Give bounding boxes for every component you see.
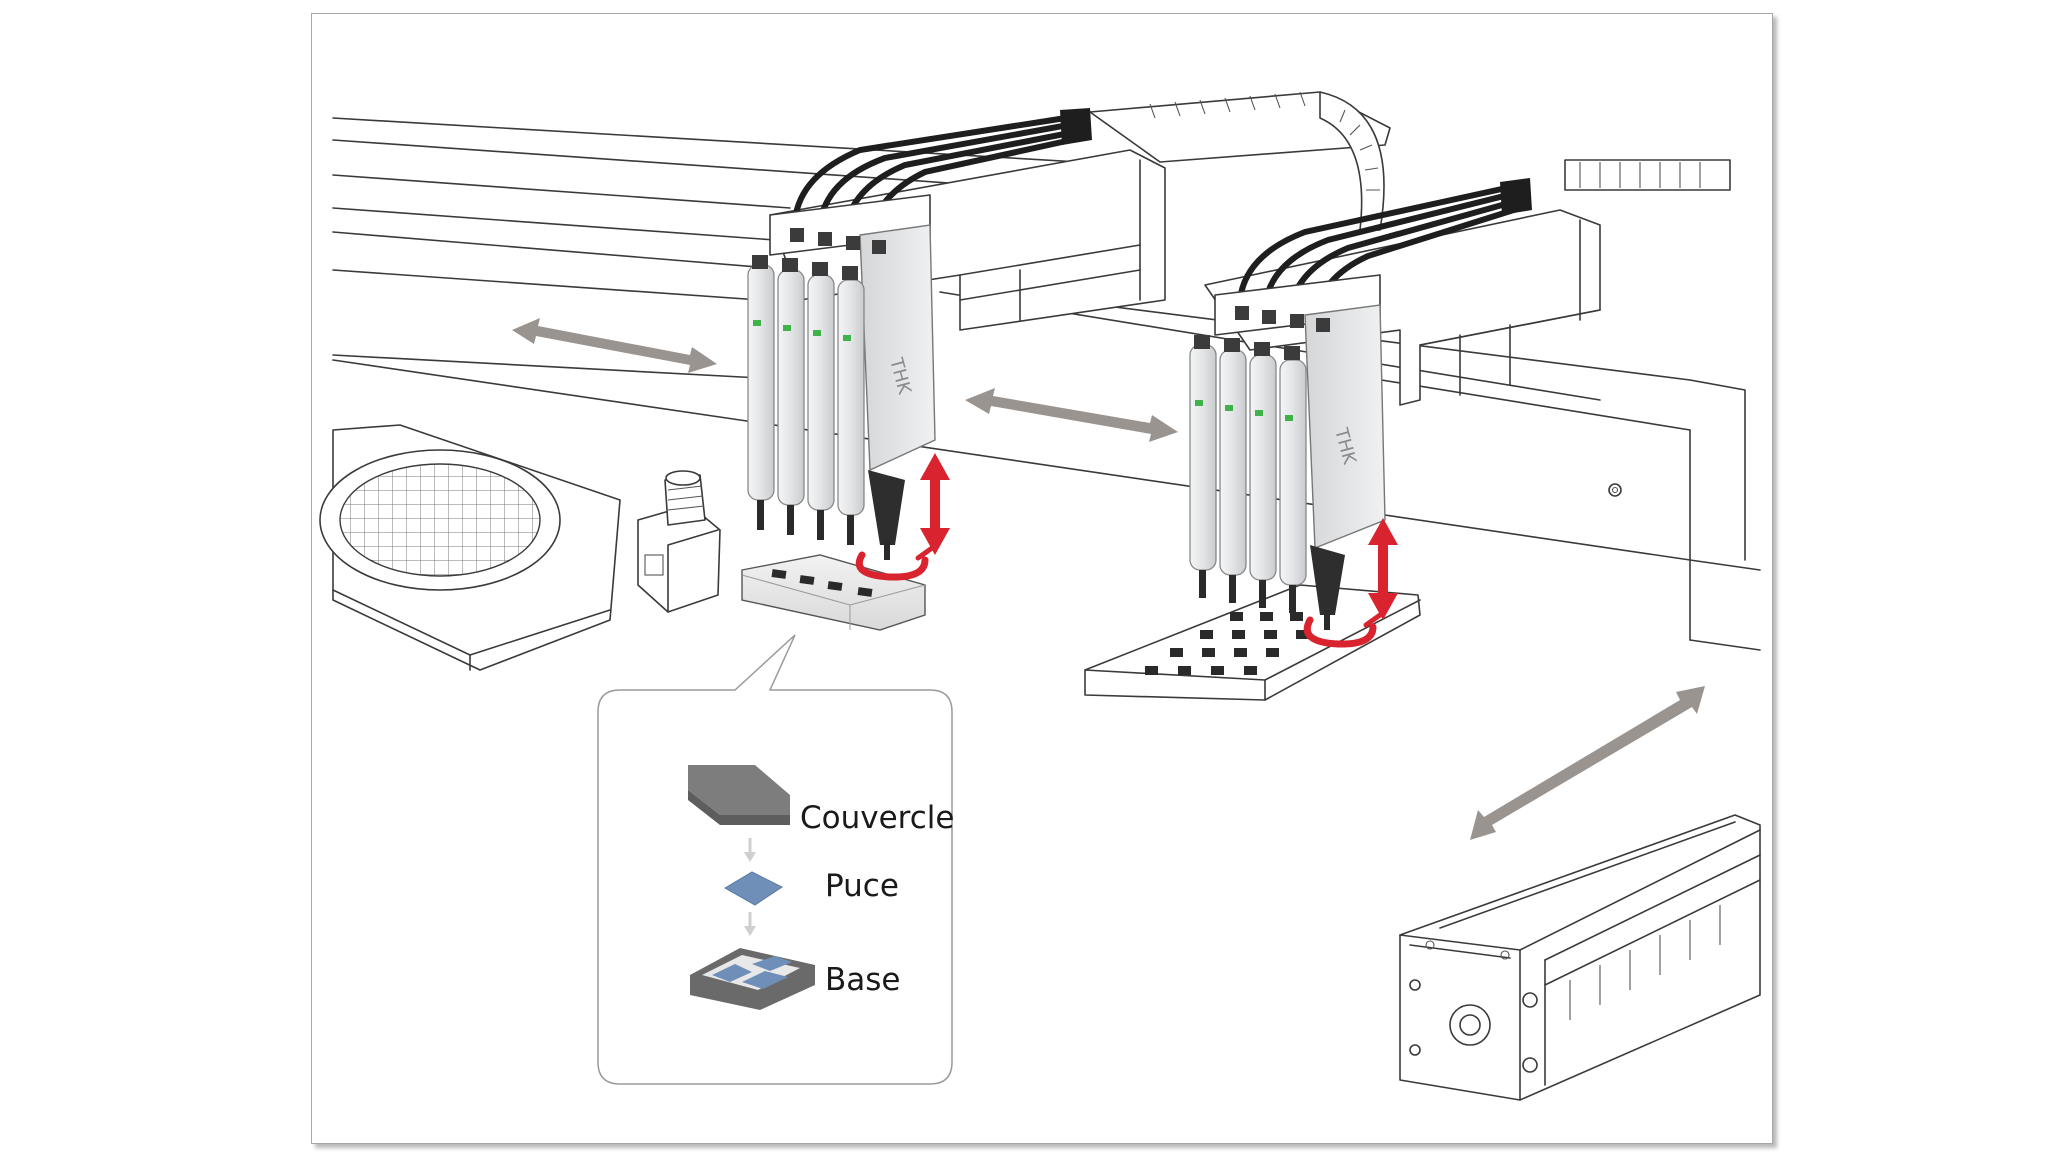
base-illustration: [690, 948, 815, 1010]
motion-arrows: [512, 318, 1705, 840]
linear-axis-module: [1399, 814, 1761, 1101]
lift-arrows: [920, 453, 1398, 620]
callout-label-couvercle: Couvercle: [800, 800, 955, 836]
wafer-stage: [319, 424, 621, 671]
double-headed-arrow-icon: [1470, 686, 1705, 840]
callout-label-base: Base: [825, 962, 901, 998]
callout-bubble: [597, 634, 953, 1085]
double-headed-arrow-icon: [965, 388, 1178, 442]
actuator-head-left: THK: [747, 108, 1092, 560]
camera: [637, 470, 721, 613]
rotation-arrow-icon: [855, 545, 935, 581]
double-headed-arrow-icon: [512, 318, 717, 373]
vertical-double-arrow-icon: [920, 453, 950, 555]
component-tray-right: [1084, 584, 1421, 701]
actuator-modules-left: [747, 228, 905, 560]
rotation-arrows: [855, 545, 1383, 648]
actuator-modules-right: [1189, 306, 1345, 630]
lid-illustration: [688, 765, 790, 825]
component-tray-left: [741, 554, 926, 631]
callout-label-puce: Puce: [825, 868, 899, 904]
vertical-double-arrow-icon: [1368, 518, 1398, 620]
tray-pockets: [1145, 612, 1309, 675]
rotation-arrow-icon: [1303, 612, 1383, 648]
chip-illustration: [724, 871, 783, 906]
actuator-head-right: THK: [1189, 178, 1532, 630]
